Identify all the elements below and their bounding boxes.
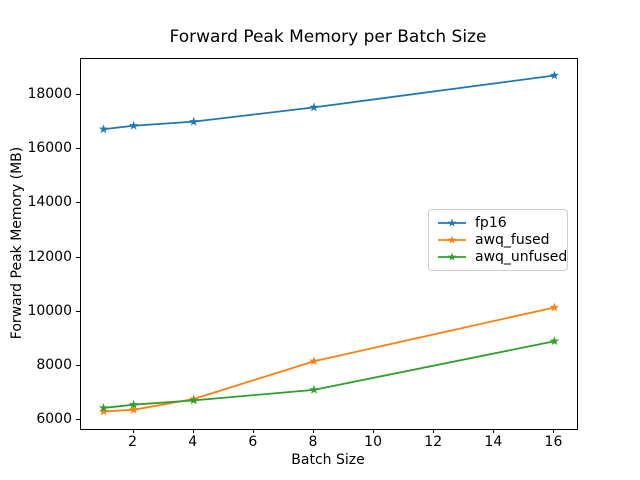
legend-label-awq_unfused: awq_unfused xyxy=(475,249,568,266)
y-tick-label-14000: 14000 xyxy=(27,194,72,211)
x-tick-mark xyxy=(553,429,555,433)
y-tick-label-6000: 6000 xyxy=(36,410,72,427)
series-line-fp16 xyxy=(103,74,555,131)
x-tick-label-10: 10 xyxy=(364,434,382,450)
legend-label-awq_fused: awq_fused xyxy=(475,231,550,248)
y-tick-mark xyxy=(76,418,80,420)
star-marker-icon xyxy=(447,235,457,244)
legend-line-sample-awq_fused xyxy=(438,235,466,244)
legend-label-fp16: fp16 xyxy=(475,214,507,231)
x-tick-label-8: 8 xyxy=(308,434,318,450)
x-tick-mark xyxy=(373,429,375,433)
y-tick-label-16000: 16000 xyxy=(27,140,72,157)
x-tick-label-12: 12 xyxy=(424,434,443,450)
legend-item-awq_fused: awq_fused xyxy=(437,231,559,248)
x-tick-label-14: 14 xyxy=(484,434,503,450)
star-marker-icon xyxy=(447,252,457,261)
data-point-awq_fused-x8 xyxy=(309,356,319,366)
x-tick-label-2: 2 xyxy=(128,434,138,450)
data-point-fp16-x8 xyxy=(309,102,319,112)
y-tick-mark xyxy=(76,148,80,150)
y-tick-mark xyxy=(76,94,80,96)
data-point-awq_fused-x2 xyxy=(128,404,139,414)
x-tick-mark xyxy=(192,429,194,433)
data-point-awq_unfused-x2 xyxy=(128,399,139,409)
y-tick-mark xyxy=(76,310,80,312)
x-axis-label: Batch Size xyxy=(291,452,365,468)
x-tick-mark xyxy=(312,429,314,433)
data-point-fp16-x2 xyxy=(128,120,139,130)
legend-line-sample-awq_unfused xyxy=(438,252,466,261)
data-point-awq_fused-x1 xyxy=(98,406,109,416)
y-tick-label-12000: 12000 xyxy=(27,248,72,265)
data-point-awq_unfused-x8 xyxy=(309,384,319,394)
series-line-awq_fused xyxy=(103,306,555,413)
x-tick-label-16: 16 xyxy=(544,434,563,450)
x-tick-mark xyxy=(252,429,254,433)
x-tick-label-6: 6 xyxy=(248,434,258,450)
x-tick-mark xyxy=(493,429,495,433)
chart-title: Forward Peak Memory per Batch Size xyxy=(169,27,487,47)
data-point-fp16-x1 xyxy=(98,124,109,134)
data-point-awq_unfused-x4 xyxy=(188,395,199,405)
y-tick-label-18000: 18000 xyxy=(27,86,72,103)
series-line-awq_unfused xyxy=(103,340,555,409)
y-tick-label-8000: 8000 xyxy=(36,356,72,373)
legend-line-sample-fp16 xyxy=(438,218,466,227)
data-point-fp16-x16 xyxy=(549,70,560,80)
data-point-awq_unfused-x16 xyxy=(549,336,560,346)
x-tick-mark xyxy=(433,429,435,433)
y-tick-mark xyxy=(76,202,80,204)
legend-item-awq_unfused: awq_unfused xyxy=(437,249,567,266)
y-tick-mark xyxy=(76,256,80,258)
data-point-awq_fused-x16 xyxy=(549,302,560,312)
y-tick-mark xyxy=(76,364,80,366)
star-marker-icon xyxy=(447,218,457,227)
plot-svg xyxy=(98,70,560,416)
x-tick-label-4: 4 xyxy=(188,434,198,450)
data-point-awq_unfused-x1 xyxy=(98,402,109,412)
y-tick-label-10000: 10000 xyxy=(27,302,72,319)
data-point-fp16-x4 xyxy=(188,116,199,126)
x-tick-mark xyxy=(132,429,134,433)
legend-item-fp16: fp16 xyxy=(437,214,559,231)
